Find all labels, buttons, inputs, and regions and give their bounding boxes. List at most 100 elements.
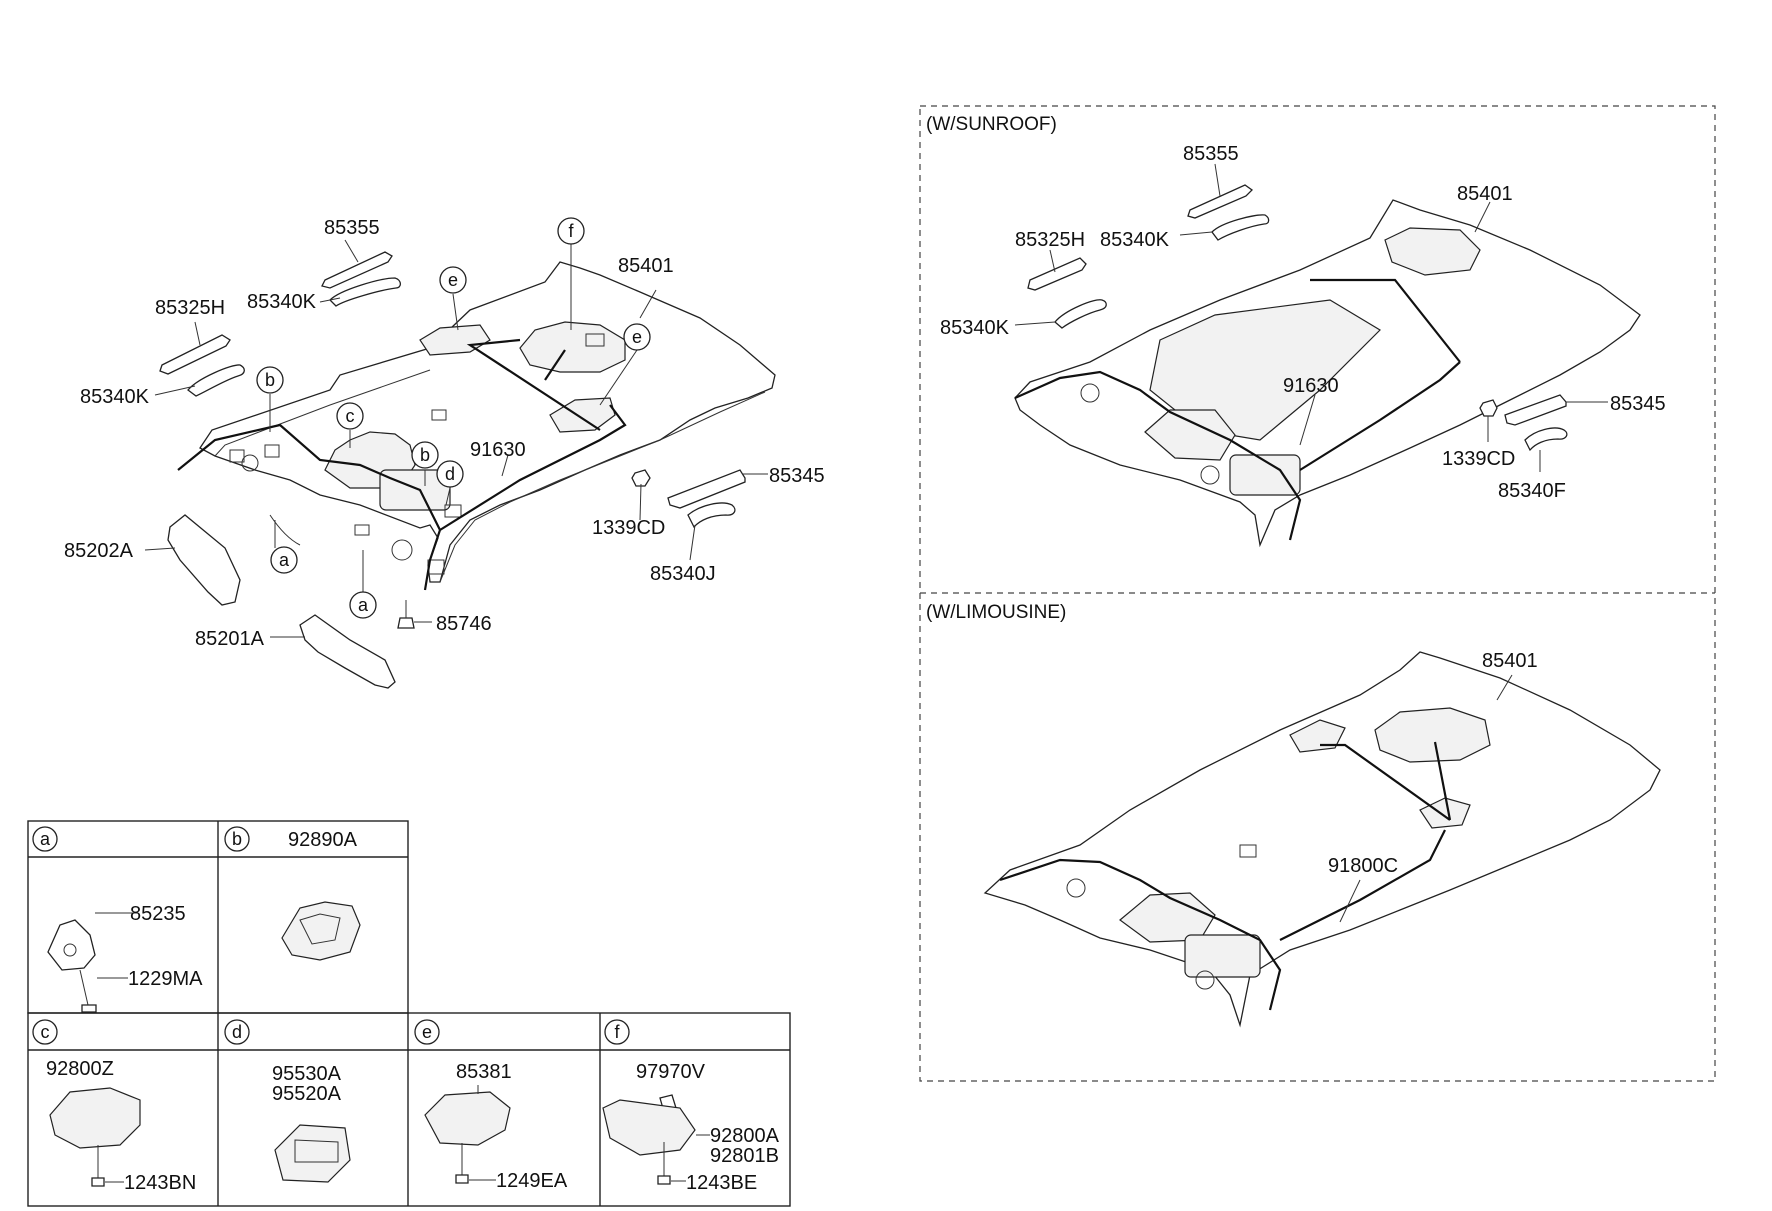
sunroof-bracket-85345 <box>1504 394 1567 426</box>
sunroof-spot-2 <box>1200 465 1220 485</box>
detail-a-screw-shank <box>79 969 89 1006</box>
detail-d: d 95530A 95520A <box>224 1019 351 1183</box>
detail-f-label-92800A: 92800A <box>710 1125 780 1147</box>
callout-b1: b <box>256 366 284 394</box>
detail-c-label-92800Z: 92800Z <box>46 1058 114 1080</box>
detail-f-lamp-92800A <box>602 1099 696 1156</box>
detail-grid <box>27 820 791 1207</box>
limousine-harness-91800C <box>999 741 1452 1011</box>
detail-f-label-1243BE: 1243BE <box>686 1172 757 1194</box>
detail-e-screw-1249EA <box>455 1174 469 1184</box>
sunroof-console <box>1144 409 1236 461</box>
svg-text:b: b <box>420 445 430 465</box>
callout-e1: e <box>439 266 467 294</box>
main-small-parts <box>144 239 768 689</box>
leader-85325H <box>194 321 201 346</box>
sunroof-leader-85355 <box>1214 163 1221 197</box>
variant-frame <box>919 105 1716 1082</box>
limousine-rear-lamp <box>1374 707 1491 763</box>
leader-e2 <box>599 349 638 406</box>
limousine-console <box>1119 892 1216 943</box>
detail-a-key: a <box>40 829 51 849</box>
label-85340K-lower: 85340K <box>80 386 150 408</box>
main-callouts: a a b b c d e e <box>256 217 651 619</box>
detail-d-lens <box>294 1139 339 1163</box>
detail-a-clip-hole <box>63 943 77 957</box>
detail-e-label-85381: 85381 <box>456 1061 512 1083</box>
limousine-leader-91800C <box>1339 879 1361 923</box>
detail-f: f 97970V 92800A 92801B 1243BE <box>602 1019 780 1194</box>
limousine-spot-2 <box>1195 970 1215 990</box>
detail-f-screw-1243BE <box>657 1175 671 1185</box>
rear-lamp-recess <box>519 321 626 373</box>
sunroof-variant: (W/SUNROOF) 85355 85401 85325H 85340K 85… <box>926 114 1666 548</box>
callout-b2: b <box>411 441 439 469</box>
sunroof-title: (W/SUNROOF) <box>926 114 1057 135</box>
sunroof-grip-85340K-lower <box>1054 299 1107 329</box>
detail-b: b 92890A <box>224 826 361 961</box>
leader-85340J <box>689 524 696 561</box>
leader-85401 <box>639 289 657 319</box>
mid-lamp-recess <box>549 397 616 433</box>
sunvisor-clip-2 <box>264 444 280 458</box>
callout-f: f <box>557 217 585 245</box>
detail-c-key: c <box>41 1022 50 1042</box>
sunroof-bracket-85355 <box>1187 184 1254 219</box>
svg-text:a: a <box>279 550 290 570</box>
bracket-85325H <box>159 334 231 375</box>
sunvisor-85201A <box>299 614 396 689</box>
leader-85340K-b <box>154 385 196 396</box>
label-1339CD: 1339CD <box>592 517 665 539</box>
detail-c-lamp-92800Z <box>49 1087 141 1149</box>
sunroof-label-85355: 85355 <box>1183 143 1239 165</box>
sunroof-nut-1339CD <box>1479 399 1498 417</box>
sunroof-harness-91630 <box>1014 278 1461 541</box>
detail-e: e 85381 1249EA <box>414 1019 568 1192</box>
limousine-title: (W/LIMOUSINE) <box>926 602 1066 623</box>
detail-e-key: e <box>422 1022 432 1042</box>
sunroof-spot-1 <box>1080 383 1100 403</box>
detail-b-header-92890A: 92890A <box>288 829 358 851</box>
detail-d-label-95530A: 95530A <box>272 1063 342 1085</box>
detail-b-bracket-inner <box>299 913 341 945</box>
spot-2 <box>241 454 259 472</box>
sunroof-leader-85340K-a <box>1179 231 1213 236</box>
label-85340J: 85340J <box>650 563 716 585</box>
sunroof-grip-85340F <box>1524 427 1568 452</box>
sunroof-front-panel <box>1229 454 1301 496</box>
leader-85340K-a <box>319 297 341 303</box>
detail-e-lamp-85381 <box>424 1091 511 1146</box>
grip-85340J <box>687 502 736 529</box>
sunroof-label-91630: 91630 <box>1283 375 1339 397</box>
detail-d-key: d <box>232 1022 242 1042</box>
sunroof-opening <box>1149 299 1381 441</box>
label-91630: 91630 <box>470 439 526 461</box>
limousine-spot-1 <box>1066 878 1086 898</box>
main-part-labels: 85355 85340K 85325H 85340K 85401 91630 8… <box>64 217 825 650</box>
small-cutout-4 <box>585 333 605 347</box>
leader-d <box>445 487 451 506</box>
detail-e-label-1249EA: 1249EA <box>496 1170 568 1192</box>
sunvisor-85202A <box>167 514 241 606</box>
detail-f-label-92801B: 92801B <box>710 1145 779 1167</box>
leader-91630 <box>501 454 509 477</box>
sunroof-label-85340F: 85340F <box>1498 480 1566 502</box>
grip-85340K-upper <box>329 277 402 307</box>
svg-text:d: d <box>445 464 455 484</box>
detail-d-label-95520A: 95520A <box>272 1083 342 1105</box>
callout-a1: a <box>270 546 298 574</box>
spot-1 <box>391 539 413 561</box>
sunroof-label-1339CD: 1339CD <box>1442 448 1515 470</box>
detail-b-key: b <box>232 829 242 849</box>
small-cutout-2 <box>354 524 370 536</box>
sunroof-label-85345: 85345 <box>1610 393 1666 415</box>
callout-a2: a <box>349 591 377 619</box>
limousine-cutout <box>1239 844 1257 858</box>
detail-c-label-1243BN: 1243BN <box>124 1172 196 1194</box>
limousine-variant: (W/LIMOUSINE) 85401 91800C <box>926 602 1661 1028</box>
limousine-label-85401: 85401 <box>1482 650 1538 672</box>
sunroof-leader-85325H <box>1049 249 1056 273</box>
sunroof-leader-85340K-b <box>1014 321 1056 326</box>
leader-1339CD <box>639 483 642 521</box>
label-85201A: 85201A <box>195 628 265 650</box>
